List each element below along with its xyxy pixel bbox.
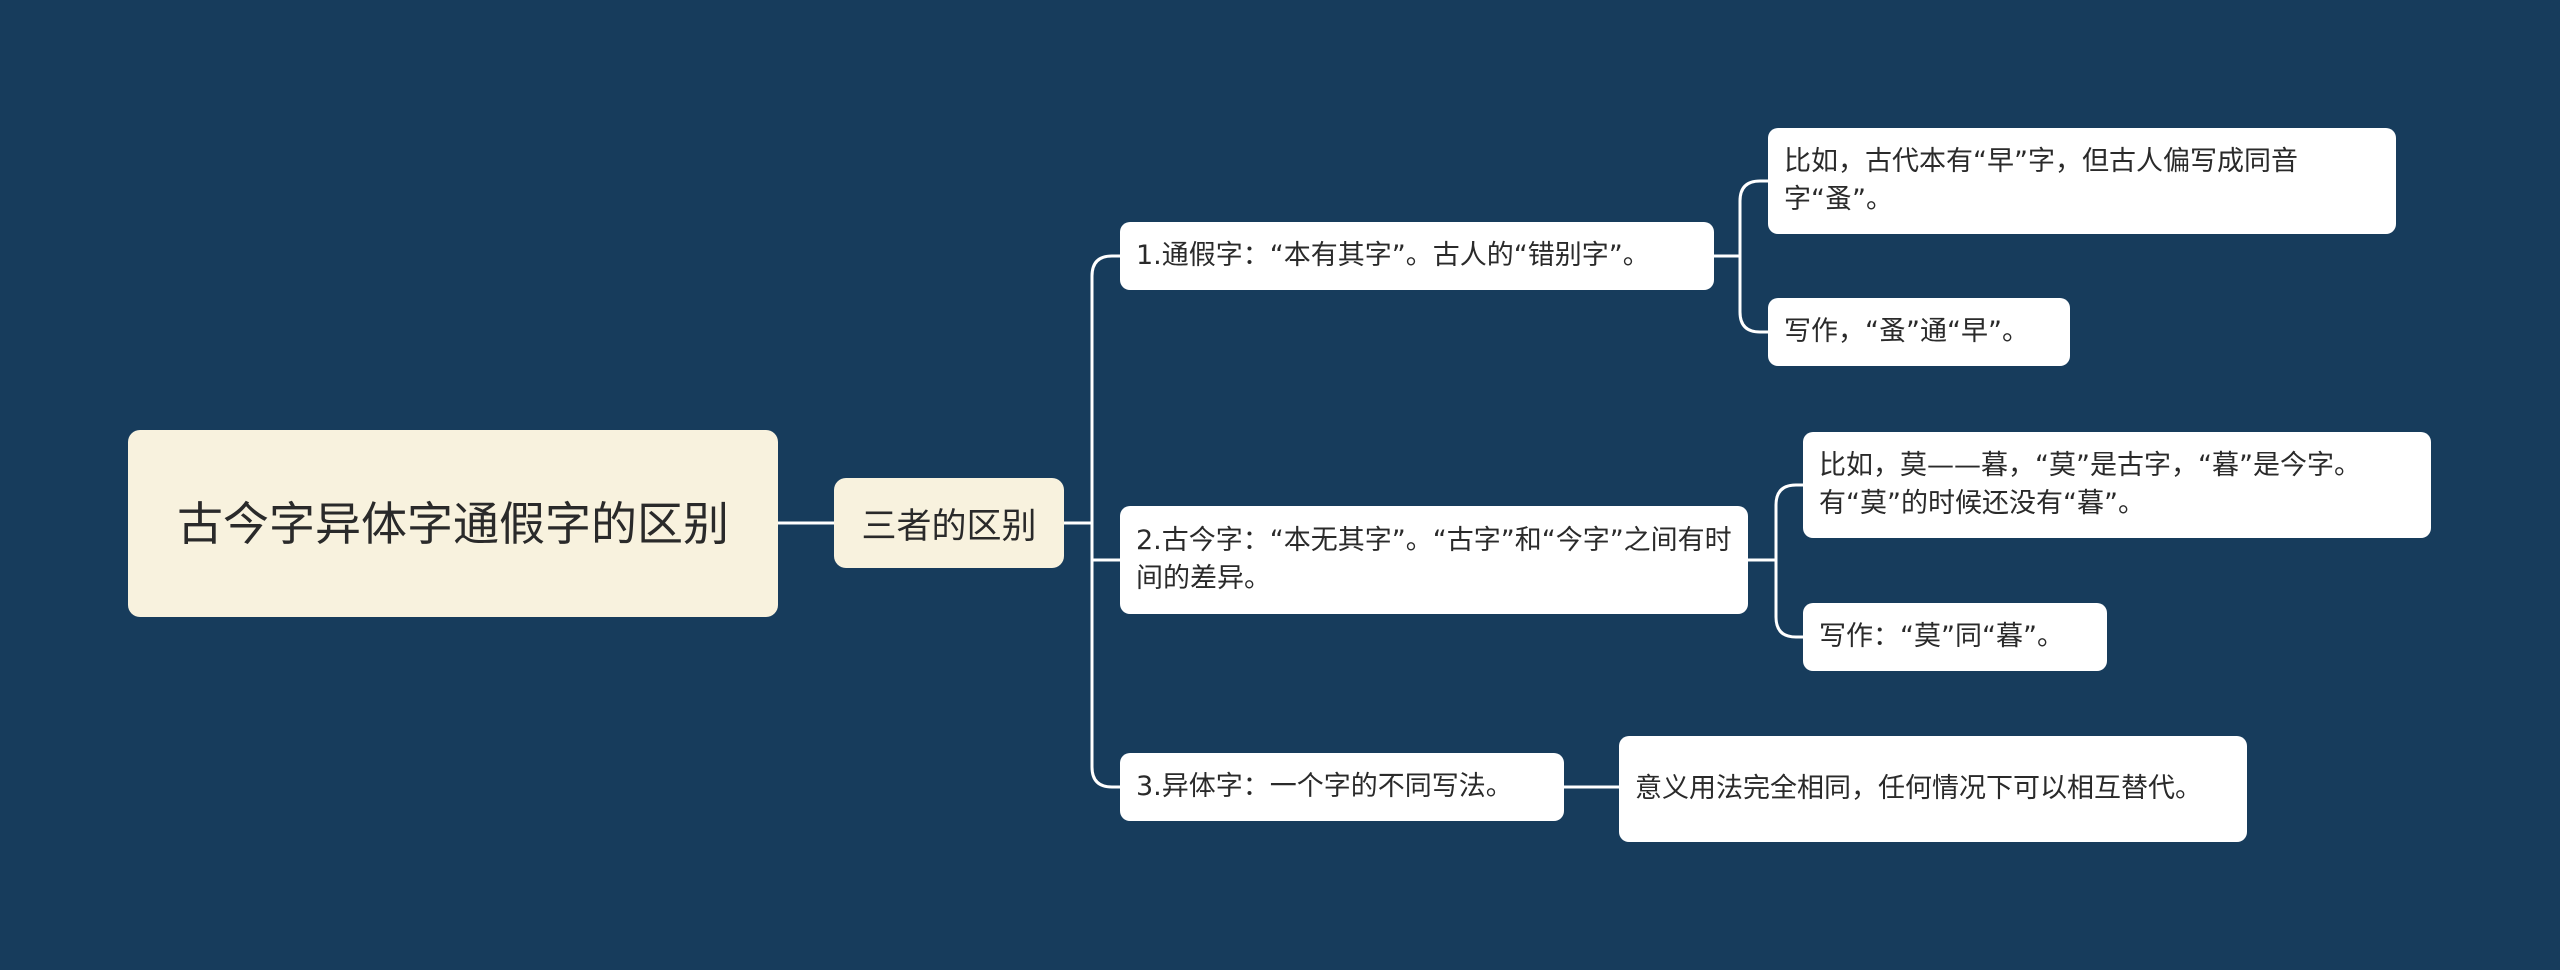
branch-label: 3.异体字：一个字的不同写法。 [1136, 771, 1513, 802]
connector-b2-child1 [1774, 483, 1805, 562]
connector-trunk-3 [1090, 521, 1122, 789]
connector-b1-child2 [1738, 254, 1770, 334]
root-topic-label: 古今字异体字通假字的区别 [177, 496, 729, 551]
detail-label: 比如，古代本有“早”字，但古人偏写成同音字“蚤”。 [1784, 146, 2298, 215]
branch-gujinzi[interactable]: 2.古今字：“本无其字”。“古字”和“今字”之间有时间的差异。 [1120, 506, 1748, 614]
connector-trunk-2 [1090, 521, 1122, 562]
connector-b2-child2 [1774, 558, 1805, 639]
detail-tongjiazi-notation[interactable]: 写作，“蚤”通“早”。 [1768, 298, 2070, 366]
detail-gujinzi-notation[interactable]: 写作：“莫”同“暮”。 [1803, 603, 2107, 671]
subtopic-differences[interactable]: 三者的区别 [834, 478, 1064, 568]
branch-yitizi[interactable]: 3.异体字：一个字的不同写法。 [1120, 753, 1564, 821]
detail-label: 比如，莫——暮，“莫”是古字，“暮”是今字。有“莫”的时候还没有“暮”。 [1819, 450, 2361, 519]
root-topic[interactable]: 古今字异体字通假字的区别 [128, 430, 778, 617]
detail-label: 意义用法完全相同，任何情况下可以相互替代。 [1635, 773, 2202, 804]
branch-label: 2.古今字：“本无其字”。“古字”和“今字”之间有时间的差异。 [1136, 525, 1732, 594]
branch-label: 1.通假字：“本有其字”。古人的“错别字”。 [1136, 240, 1650, 271]
connector-b1-child1 [1738, 179, 1770, 258]
connector-trunk-1 [1090, 254, 1122, 525]
branch-tongjiazi[interactable]: 1.通假字：“本有其字”。古人的“错别字”。 [1120, 222, 1714, 290]
detail-label: 写作：“莫”同“暮”。 [1819, 621, 2064, 652]
detail-gujinzi-example[interactable]: 比如，莫——暮，“莫”是古字，“暮”是今字。有“莫”的时候还没有“暮”。 [1803, 432, 2431, 538]
subtopic-differences-label: 三者的区别 [861, 506, 1037, 547]
detail-tongjiazi-example[interactable]: 比如，古代本有“早”字，但古人偏写成同音字“蚤”。 [1768, 128, 2396, 234]
detail-label: 写作，“蚤”通“早”。 [1784, 316, 2029, 347]
detail-yitizi-usage[interactable]: 意义用法完全相同，任何情况下可以相互替代。 [1619, 736, 2247, 842]
